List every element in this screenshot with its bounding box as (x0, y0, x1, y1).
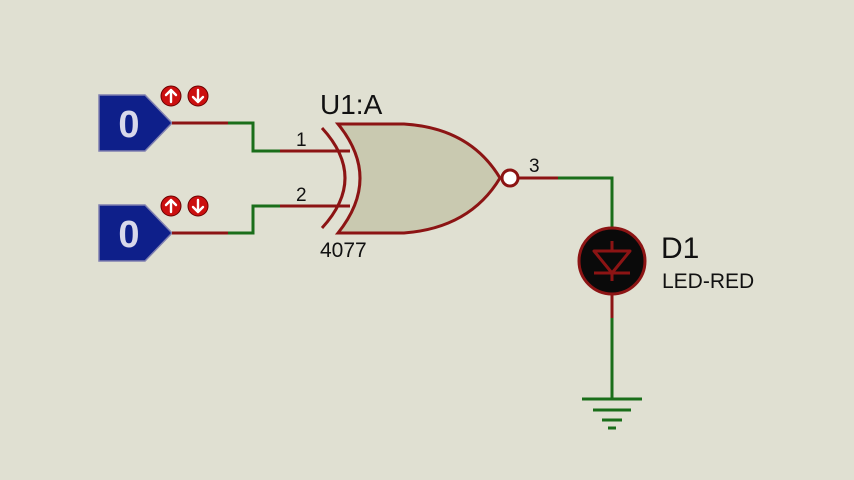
toggle-up-icon[interactable] (160, 195, 182, 217)
toggle-up-icon[interactable] (160, 85, 182, 107)
pin-1-label: 1 (296, 130, 307, 151)
pin-3-label: 3 (529, 156, 540, 177)
logic-input-a-state: 0 (118, 104, 139, 146)
led-d1[interactable] (577, 226, 647, 318)
xnor-gate[interactable] (320, 122, 520, 235)
led-part-label: LED-RED (662, 270, 754, 293)
xnor-gate-extra-arc (320, 126, 347, 230)
gate-ref-label: U1:A (320, 89, 383, 120)
wire-output[interactable] (518, 176, 614, 228)
logic-input-b-state: 0 (118, 214, 139, 256)
logic-input-b-body[interactable] (98, 204, 174, 262)
ground-icon[interactable] (582, 397, 642, 430)
led-body[interactable] (577, 226, 647, 296)
gate-part-label: 4077 (320, 239, 367, 262)
logic-input-a[interactable]: 0 (98, 94, 174, 152)
logic-input-a-toggles (160, 85, 209, 107)
xnor-gate-body[interactable] (334, 122, 502, 235)
toggle-down-icon[interactable] (187, 85, 209, 107)
logic-input-b-toggles (160, 195, 209, 217)
led-ref-label: D1 (661, 232, 699, 265)
pin-2-label: 2 (296, 185, 307, 206)
toggle-down-icon[interactable] (187, 195, 209, 217)
logic-input-a-body[interactable] (98, 94, 174, 152)
logic-input-b[interactable]: 0 (98, 204, 174, 262)
xnor-gate-inversion-bubble (500, 168, 520, 188)
